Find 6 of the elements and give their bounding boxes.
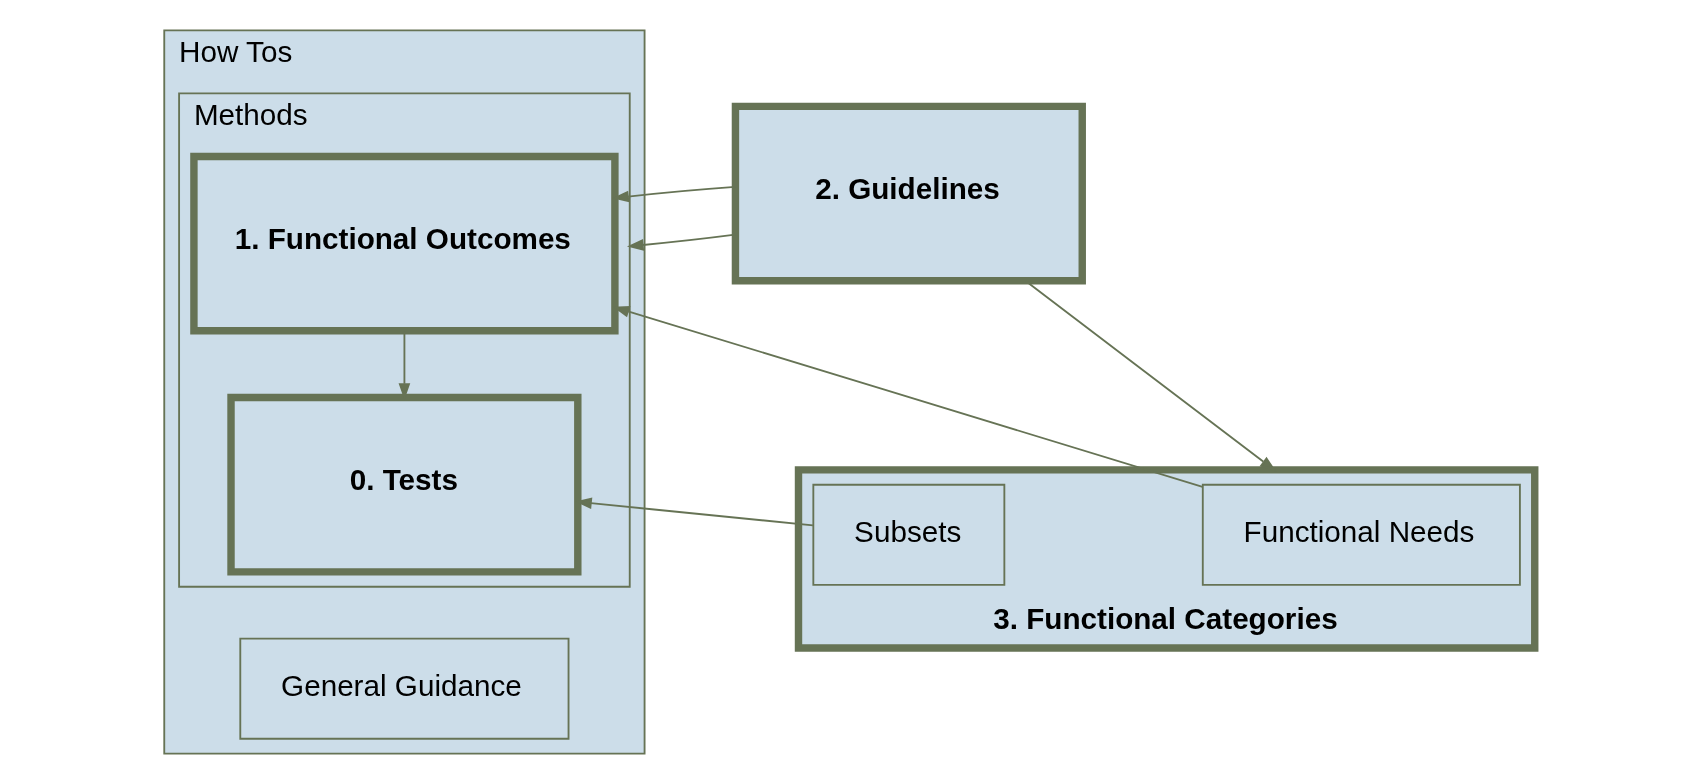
node-box: 2. Guidelines [731,102,1086,285]
node-box: Subsets [812,483,1006,586]
node-box: 1. Functional Outcomes [190,152,619,335]
node-box: 0. Tests [227,393,582,576]
node-box: Functional Needs [1201,483,1521,586]
node-box: General Guidance [239,637,570,740]
